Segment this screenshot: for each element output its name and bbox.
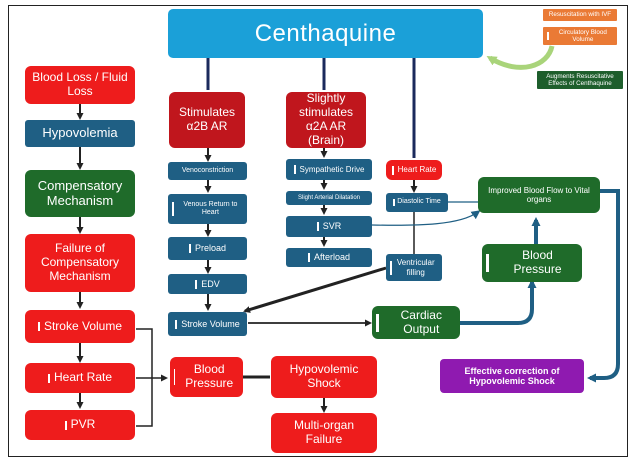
edv-label: EDV bbox=[201, 278, 220, 289]
failure-box: Failure of Compensatory Mechanism bbox=[25, 234, 135, 292]
venous-return-box: Venous Return to Heart bbox=[168, 194, 247, 224]
pvr-left-label: PVR bbox=[70, 417, 96, 432]
blood-pressure-mid-label: Blood Pressure bbox=[185, 362, 234, 390]
down-arrow-icon bbox=[391, 165, 394, 175]
diastolic-box: Diastolic Time bbox=[386, 193, 448, 212]
down-arrow-icon bbox=[316, 222, 319, 231]
pvr-left: PVR bbox=[25, 410, 135, 440]
up-arrow-icon bbox=[390, 260, 392, 275]
arrow-improved-effective bbox=[587, 189, 620, 383]
svr-box: SVR bbox=[286, 216, 372, 237]
heart-rate-left-label: Heart Rate bbox=[53, 370, 113, 385]
arrow-ventricular-stroke bbox=[243, 266, 387, 313]
venous-return-label: Venous Return to Heart bbox=[183, 200, 238, 216]
blood-pressure-right-label: Blood Pressure bbox=[513, 248, 562, 276]
afterload-box: Afterload bbox=[286, 248, 372, 267]
sympathetic-label: Sympathetic Drive bbox=[299, 164, 365, 174]
diastolic-label: Diastolic Time bbox=[397, 198, 441, 206]
sympathetic-box: Sympathetic Drive bbox=[286, 159, 372, 180]
afterload-label: Afterload bbox=[313, 252, 351, 263]
up-arrow-icon bbox=[188, 244, 191, 253]
preload-box: Preload bbox=[168, 237, 247, 260]
blood-pressure-right: Blood Pressure bbox=[482, 244, 582, 282]
legend-resuscitation: Resuscitation with IVF bbox=[543, 9, 617, 21]
heart-rate-c-label: Heart Rate bbox=[397, 165, 437, 175]
up-arrow-icon bbox=[175, 319, 178, 329]
compensatory-box: Compensatory Mechanism bbox=[25, 170, 135, 217]
arrow-svr-improved bbox=[371, 210, 481, 226]
stroke-volume-left: Stroke Volume bbox=[25, 310, 135, 343]
up-arrow-icon bbox=[172, 202, 174, 216]
cardiac-output-box: Cardiac Output bbox=[372, 306, 460, 339]
ventricular-label: Ventricular filling bbox=[396, 258, 435, 277]
stimulates-box: Stimulates α2B AR bbox=[169, 92, 245, 148]
heart-rate-left: Heart Rate bbox=[25, 363, 135, 393]
up-arrow-icon bbox=[393, 199, 396, 206]
up-arrow-icon bbox=[376, 313, 379, 332]
arterial-dilatation-box: Slight Arterial Dilatation bbox=[286, 191, 372, 205]
arrow-cardiac-bp bbox=[460, 279, 537, 325]
up-arrow-icon bbox=[486, 254, 489, 272]
venoconstriction-box: Venoconstriction bbox=[168, 162, 247, 180]
up-arrow-icon bbox=[195, 279, 198, 289]
down-arrow-icon bbox=[307, 253, 310, 262]
ventricular-box: Ventricular filling bbox=[386, 254, 442, 281]
slightly-stimulates-box: Slightly stimulates α2A AR (Brain) bbox=[286, 92, 366, 148]
legend-augments: Augments Resuscitative Effects of Centha… bbox=[537, 71, 623, 89]
down-arrow-icon bbox=[293, 165, 296, 174]
down-arrow-icon bbox=[174, 369, 176, 385]
down-arrow-icon bbox=[37, 322, 40, 331]
edv-box: EDV bbox=[168, 274, 247, 294]
down-arrow-icon bbox=[64, 420, 67, 430]
improved-flow-box: Improved Blood Flow to Vital organs bbox=[478, 177, 600, 213]
stroke-volume-left-label: Stroke Volume bbox=[43, 318, 123, 333]
cardiac-output-label: Cardiac Output bbox=[400, 307, 442, 336]
hypovolemic-shock-box: Hypovolemic Shock bbox=[271, 356, 377, 398]
centhaquine-title: Centhaquine bbox=[168, 9, 483, 58]
heart-rate-c: Heart Rate bbox=[386, 160, 442, 180]
legend-circulatory-label: Circulatory Blood Volume bbox=[558, 28, 607, 43]
stroke-volume-a-label: Stroke Volume bbox=[181, 318, 240, 329]
down-arrow-icon bbox=[47, 373, 50, 383]
multi-organ-box: Multi-organ Failure bbox=[271, 413, 377, 453]
svr-label: SVR bbox=[322, 221, 342, 232]
blood-pressure-mid: Blood Pressure bbox=[170, 357, 243, 397]
preload-label: Preload bbox=[194, 243, 227, 254]
legend-circulatory: Circulatory Blood Volume bbox=[543, 27, 617, 45]
stroke-volume-a: Stroke Volume bbox=[168, 312, 247, 336]
hypovolemia-box: Hypovolemia bbox=[25, 120, 135, 147]
effective-correction-box: Effective correction of Hypovolemic Shoc… bbox=[440, 359, 584, 393]
arrow-legend-centhaquine bbox=[486, 45, 555, 70]
diagram-frame bbox=[8, 5, 628, 457]
up-arrow-icon bbox=[547, 32, 549, 40]
blood-loss-box: Blood Loss / Fluid Loss bbox=[25, 66, 135, 104]
